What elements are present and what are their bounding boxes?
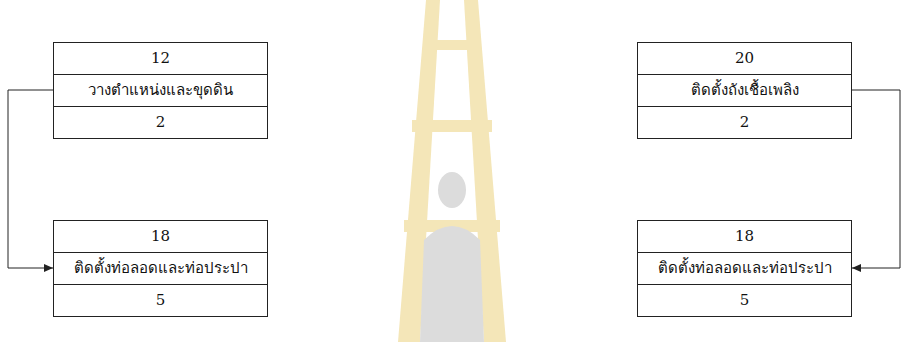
activity-number: 18: [638, 221, 851, 252]
activity-duration: 5: [638, 284, 851, 316]
activity-number: 18: [54, 221, 267, 252]
person-watermark: [420, 172, 484, 342]
dependency-arrow: [852, 90, 900, 268]
activity-name: ติดตั้งท่อลอดและท่อประปา: [638, 252, 851, 284]
activity-box: 12วางตำแหน่งและขุดดิน2: [53, 42, 268, 139]
dependency-arrow: [8, 90, 53, 268]
activity-name: ติดตั้งถังเชื้อเพลิง: [638, 74, 851, 106]
activity-box: 20ติดตั้งถังเชื้อเพลิง2: [637, 42, 852, 139]
activity-duration: 2: [638, 106, 851, 138]
activity-duration: 5: [54, 284, 267, 316]
activity-name: ติดตั้งท่อลอดและท่อประปา: [54, 252, 267, 284]
activity-duration: 2: [54, 106, 267, 138]
activity-box: 18ติดตั้งท่อลอดและท่อประปา5: [637, 220, 852, 317]
activity-number: 12: [54, 43, 267, 74]
activity-box: 18ติดตั้งท่อลอดและท่อประปา5: [53, 220, 268, 317]
activity-number: 20: [638, 43, 851, 74]
activity-name: วางตำแหน่งและขุดดิน: [54, 74, 267, 106]
tower-watermark: [398, 0, 506, 342]
